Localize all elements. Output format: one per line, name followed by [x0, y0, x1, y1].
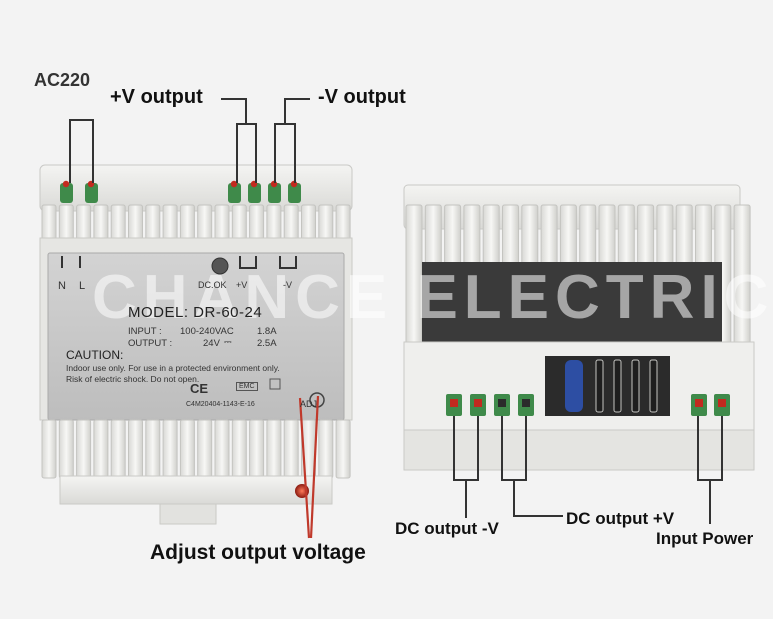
housing-rib	[214, 204, 230, 242]
housing-rib	[41, 419, 57, 479]
housing-rib	[231, 204, 247, 242]
housing-rib	[197, 419, 213, 479]
housing-rib	[76, 204, 92, 242]
output-label: OUTPUT :	[128, 338, 173, 349]
housing-rib	[128, 204, 143, 242]
housing-rib	[162, 204, 178, 242]
input-current: 1.8A	[257, 326, 277, 337]
side-view-unit	[403, 184, 755, 471]
housing-rib	[631, 359, 640, 413]
callout-dc-output-minus-v: DC output -V	[395, 519, 499, 538]
housing-rib	[318, 204, 334, 242]
housing-rib	[266, 204, 282, 242]
housing-rib	[613, 359, 622, 413]
housing-rib	[249, 419, 265, 479]
caution-title: CAUTION:	[66, 348, 124, 362]
housing-rib	[266, 419, 282, 479]
housing-rib	[335, 419, 351, 479]
minus-v-label: -V	[283, 280, 292, 290]
housing-rib	[76, 419, 92, 479]
input-power-terminals	[691, 394, 730, 416]
housing-rib	[110, 204, 126, 242]
housing-rib	[595, 359, 604, 413]
terminal-n-label: N	[58, 280, 66, 292]
ac-input-terminals	[60, 180, 98, 203]
housing-rib	[93, 204, 109, 242]
emc-mark: EMC	[236, 382, 258, 391]
caution-line-1: Indoor use only. For use in a protected …	[66, 363, 280, 373]
housing-rib	[128, 419, 143, 479]
callout-minus-v-output: -V output	[318, 86, 406, 108]
adj-label: ADJ	[300, 399, 318, 409]
input-value: 100-240VAC	[180, 326, 234, 337]
front-view-unit	[39, 164, 353, 525]
output-value: 24V	[203, 338, 220, 349]
housing-rib	[249, 204, 265, 242]
housing-rib	[283, 204, 299, 242]
dc-output-terminals-front	[228, 180, 301, 203]
serial-number: C4M20404-1143-E-16	[186, 401, 255, 408]
housing-rib	[162, 419, 178, 479]
callout-input-power: Input Power	[656, 529, 754, 548]
watermark: CHANCE ELECTRIC	[92, 263, 773, 332]
housing-rib	[214, 419, 230, 479]
housing-rib	[283, 419, 299, 479]
callout-ac220: AC220	[34, 70, 91, 90]
callout-lines	[69, 98, 723, 524]
model-text: MODEL: DR-60-24	[128, 304, 263, 321]
dc-ok-lamp	[211, 257, 229, 275]
housing-rib	[145, 419, 161, 479]
housing-rib	[335, 204, 351, 242]
housing-rib	[58, 419, 74, 479]
housing-rib	[58, 204, 74, 242]
dc-ok-label: DC.OK	[198, 280, 227, 290]
ce-mark: CE	[190, 381, 209, 396]
caution-line-2: Risk of electric shock. Do not open.	[66, 374, 200, 384]
housing-rib	[110, 419, 126, 479]
output-current: 2.5A	[257, 338, 277, 349]
adjust-callout-lines	[298, 395, 320, 539]
housing-rib	[318, 419, 334, 479]
callout-adjust-output-voltage: Adjust output voltage	[150, 541, 366, 564]
housing-rib	[301, 204, 316, 242]
housing-rib	[231, 419, 247, 479]
housing-rib	[145, 204, 161, 242]
terminal-l-label: L	[79, 280, 86, 292]
callout-plus-v-output: +V output	[110, 86, 203, 108]
housing-rib	[179, 204, 195, 242]
dc-output-terminals-side	[446, 394, 534, 416]
housing-rib	[179, 419, 195, 479]
callout-dc-output-plus-v: DC output +V	[566, 509, 675, 528]
housing-rib	[41, 204, 57, 242]
plus-v-label: +V	[236, 280, 248, 290]
housing-rib	[197, 204, 213, 242]
housing-rib	[649, 359, 658, 413]
input-label: INPUT :	[128, 326, 162, 337]
housing-rib	[93, 419, 109, 479]
dc-symbol: ⎓	[224, 337, 232, 348]
